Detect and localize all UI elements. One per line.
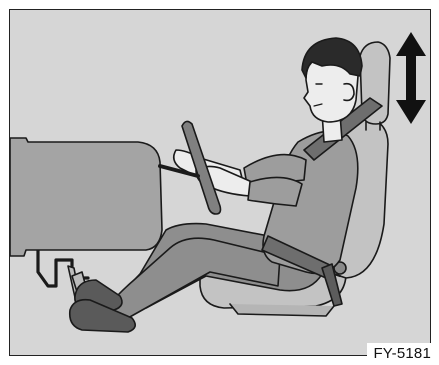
figure-code: FY-5181 [367, 343, 437, 363]
figure-frame [9, 9, 431, 356]
seat-adjust-arrow-icon [396, 32, 426, 124]
driver-seat-illustration [10, 10, 429, 354]
dashboard [10, 138, 162, 256]
